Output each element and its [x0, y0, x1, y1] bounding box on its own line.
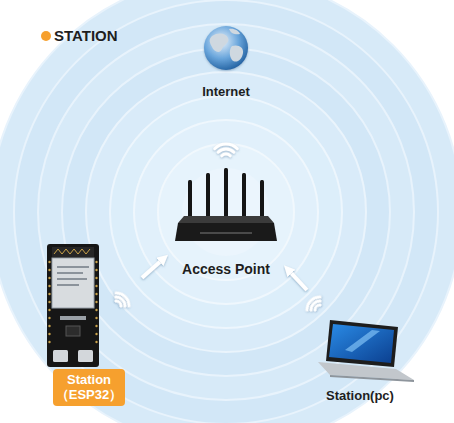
ripple-ring — [134, 120, 318, 304]
ripple-ring — [86, 72, 366, 352]
screen-glow — [345, 330, 380, 352]
shield-marking — [57, 284, 79, 286]
globe-sphere — [204, 26, 248, 70]
router-antenna — [206, 173, 210, 219]
router-antenna — [224, 168, 228, 218]
laptop-screen — [329, 324, 394, 363]
board-silkscreen — [60, 316, 86, 320]
diagram-title: STATION — [54, 27, 118, 44]
board-pins — [48, 261, 97, 343]
globe-land — [210, 34, 229, 52]
title-dot — [41, 31, 51, 41]
station-badge-label: Station （ESP32） — [53, 369, 125, 406]
board-pcb — [47, 244, 99, 367]
board-chip — [66, 326, 80, 336]
wifi-arc — [222, 154, 230, 156]
laptop-icon — [318, 320, 414, 382]
wifi-symbol — [304, 294, 324, 314]
router-body — [175, 223, 277, 241]
shield-marking — [57, 272, 83, 274]
signal-arrow — [224, 111, 228, 128]
laptop-lid — [326, 320, 398, 367]
antenna-trace — [54, 249, 90, 254]
wifi-arc — [215, 144, 238, 149]
globe-land — [229, 29, 240, 35]
ripple-ring — [14, 0, 438, 423]
usb-port — [78, 350, 93, 362]
wifi-symbol — [215, 144, 238, 156]
ripple-ring — [110, 96, 342, 328]
router-antenna — [188, 180, 192, 220]
esp32-board — [47, 244, 99, 367]
router-top — [178, 216, 274, 223]
laptop-edge — [330, 375, 414, 382]
signal-arrow — [291, 273, 306, 290]
wifi-arc — [218, 149, 234, 152]
shield-marking — [57, 278, 87, 280]
wifi-symbol — [112, 290, 132, 310]
wifi-arc — [304, 294, 320, 310]
shield-marking — [57, 266, 89, 268]
globe-icon — [204, 26, 248, 70]
wifi-arc — [116, 300, 122, 306]
globe-land — [230, 45, 243, 61]
node-label: Internet — [202, 84, 250, 100]
router-antenna — [260, 180, 264, 220]
node-label: Access Point — [182, 261, 270, 278]
signal-arrow — [142, 262, 160, 278]
wifi-arc — [314, 304, 320, 310]
router-antenna — [242, 173, 246, 219]
esp32-station-node: Station （ESP32） — [36, 242, 142, 408]
node-label: Station(pc) — [326, 388, 394, 404]
module-shield — [52, 258, 94, 308]
router-icon — [175, 168, 277, 241]
usb-port — [53, 350, 68, 362]
ripple-ring — [38, 24, 414, 400]
title-area: STATION — [54, 27, 118, 44]
ripple-ring — [182, 168, 270, 256]
pc-station-node: Station(pc) — [302, 290, 418, 404]
access-point-node: Access Point — [168, 128, 284, 278]
board-antenna — [52, 247, 94, 257]
ripple-ring — [158, 144, 294, 280]
wifi-arc — [116, 290, 132, 306]
internet-node: Internet — [184, 22, 268, 100]
router-leds — [200, 232, 252, 234]
